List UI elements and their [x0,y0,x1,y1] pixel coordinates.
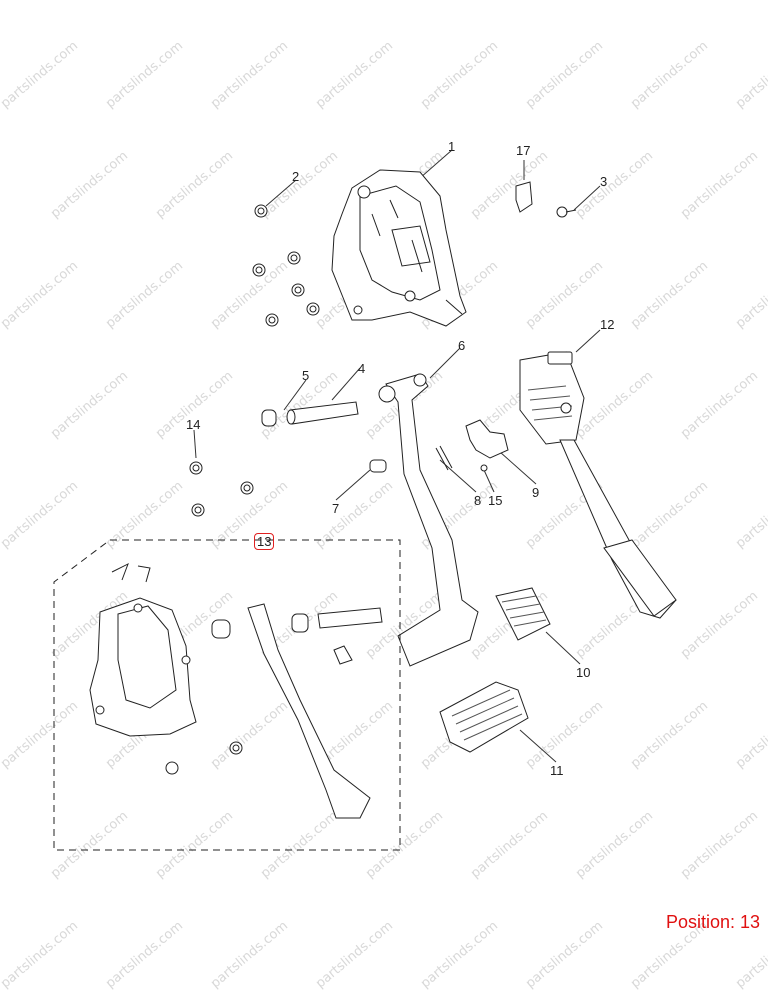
position-label: Position: 13 [665,912,760,932]
callout-2[interactable]: 2 [292,169,300,184]
callout-3[interactable]: 3 [600,174,608,189]
accelerator-pedal-part-12 [519,351,677,619]
callout-8[interactable]: 8 [474,493,482,508]
screw-part-15 [480,464,488,472]
clevis-pin-part-7 [369,459,387,473]
callout-14[interactable]: 14 [186,417,201,432]
callout-13[interactable]: 13 [254,533,275,550]
pivot-pin-part-4 [286,401,359,425]
clip-part-17 [515,181,533,213]
callout-17[interactable]: 17 [516,143,531,158]
callout-10[interactable]: 10 [576,665,591,680]
switch-part-9 [465,419,509,459]
nut-group-part-14 [189,461,254,517]
callout-15[interactable]: 15 [488,493,503,508]
callout-7[interactable]: 7 [332,501,340,516]
leader-lines [193,149,601,763]
callout-9[interactable]: 9 [532,485,540,500]
callout-4[interactable]: 4 [358,361,366,376]
pedal-bracket-part-1 [331,169,467,327]
pedal-arm-part-6 [378,373,479,667]
pedal-pad-part-10 [495,587,551,641]
spring-clip-part-8 [435,445,453,471]
callout-12[interactable]: 12 [600,317,615,332]
pedal-assembly-diagram [53,149,677,851]
callout-11[interactable]: 11 [550,763,564,778]
callout-1[interactable]: 1 [448,139,456,154]
assembly-13-dashed-box [53,539,401,851]
callout-6[interactable]: 6 [458,338,466,353]
screw-part-3 [556,206,577,218]
nut-group-part-2 [252,204,320,327]
callout-5[interactable]: 5 [302,368,310,383]
bushing-part-5 [261,409,277,427]
pedal-pad-part-11 [439,681,529,753]
assembly-13-contents [89,562,383,819]
